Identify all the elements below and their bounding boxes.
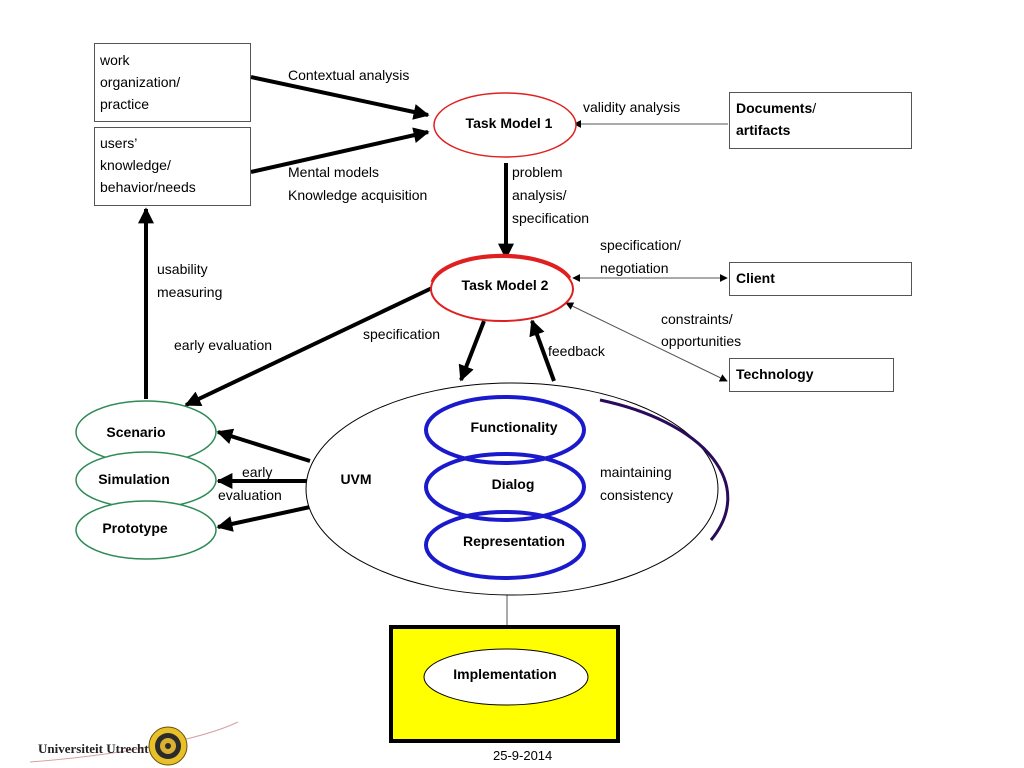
functionality-shape xyxy=(424,395,586,465)
feedback-label: feedback xyxy=(548,343,605,359)
evaluation-label: evaluation xyxy=(218,487,282,503)
consistency-label: consistency xyxy=(600,487,674,503)
maintaining-label: maintaining xyxy=(600,464,672,480)
early-label: early xyxy=(242,464,273,480)
specification-label-1: specification xyxy=(512,210,590,226)
arrow-uvm-to-prototype xyxy=(216,505,311,532)
university-seal-icon xyxy=(29,721,239,766)
documents-label: Documents xyxy=(736,100,813,116)
slide-date: 25-9-2014 xyxy=(493,748,553,763)
prototype-shape xyxy=(75,500,217,560)
task-model-1-shape xyxy=(433,92,577,158)
technology-label: Technology xyxy=(736,366,814,382)
arrow-users-to-tm1 xyxy=(250,127,430,174)
work-org-line-3: practice xyxy=(100,96,150,112)
dialog-shape xyxy=(424,452,586,522)
spec-negotiation-label-2: negotiation xyxy=(600,260,669,276)
problem-label: problem xyxy=(512,164,563,180)
users-line-2: knowledge/ xyxy=(100,157,171,173)
implementation-shape xyxy=(423,648,589,706)
specification-label-2: specification xyxy=(363,326,441,342)
representation-shape xyxy=(424,510,586,580)
simulation-label: Simulation xyxy=(98,471,170,487)
mental-models-label: Mental models xyxy=(288,164,380,180)
dialog-label: Dialog xyxy=(491,476,535,492)
university-brand: Universiteit Utrecht xyxy=(38,741,149,756)
arrow-tm2-technology xyxy=(565,302,728,382)
client-box: Client xyxy=(729,262,912,296)
constraints-label: constraints/ xyxy=(661,311,733,327)
representation-label: Representation xyxy=(463,533,565,549)
arrow-tm2-to-uvm-spec xyxy=(458,320,486,382)
work-org-line-2: organization/ xyxy=(100,74,181,90)
validity-analysis-label: validity analysis xyxy=(583,99,681,115)
task-model-2-label: Task Model 2 xyxy=(461,277,549,293)
artifacts-label: artifacts xyxy=(736,122,791,138)
arrow-uvm-to-scenario xyxy=(216,428,311,463)
opportunities-label: opportunities xyxy=(661,333,742,349)
arrow-work-to-tm1 xyxy=(250,75,430,120)
work-organization-box: work organization/ practice xyxy=(94,43,251,122)
early-evaluation-top-label: early evaluation xyxy=(174,337,273,353)
users-box: users’ knowledge/ behavior/needs xyxy=(94,127,251,206)
contextual-analysis-label: Contextual analysis xyxy=(288,67,410,83)
usability-label: usability xyxy=(157,261,208,277)
documents-box: Documents/ artifacts xyxy=(729,92,912,149)
arrow-uvm-to-tm2-feedback xyxy=(529,319,556,382)
task-model-2-shape xyxy=(430,256,574,322)
users-line-1: users’ xyxy=(100,135,138,151)
work-org-line-1: work xyxy=(100,52,130,68)
scenario-label: Scenario xyxy=(106,424,166,440)
functionality-label: Functionality xyxy=(470,419,558,435)
uvm-label: UVM xyxy=(340,471,372,487)
technology-box: Technology xyxy=(729,358,894,392)
measuring-label: measuring xyxy=(157,284,223,300)
task-model-1-label: Task Model 1 xyxy=(465,115,553,131)
documents-slash: / xyxy=(812,100,817,116)
prototype-label: Prototype xyxy=(102,520,168,536)
uvm-shape xyxy=(305,382,719,596)
users-line-3: behavior/needs xyxy=(100,179,196,195)
knowledge-acquisition-label: Knowledge acquisition xyxy=(288,187,428,203)
implementation-label: Implementation xyxy=(453,666,557,682)
analysis-label: analysis/ xyxy=(512,187,567,203)
client-label: Client xyxy=(736,270,775,286)
spec-negotiation-label-1: specification/ xyxy=(600,237,681,253)
arrow-tm2-to-scenario xyxy=(184,286,433,407)
